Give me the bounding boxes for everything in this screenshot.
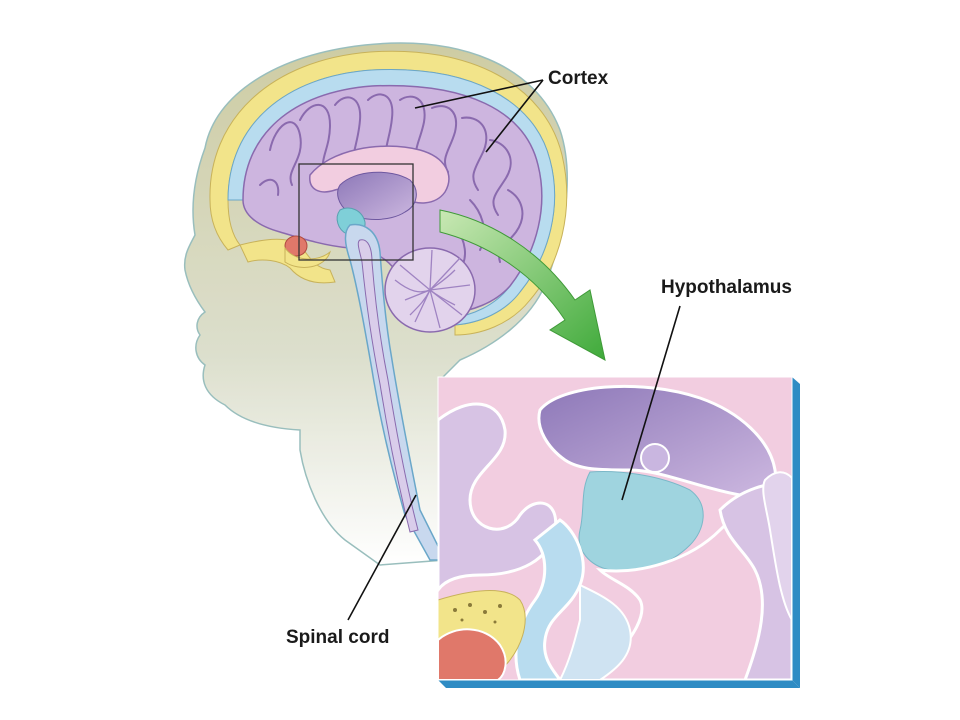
cortex-leader-2	[485, 79, 544, 153]
zoom-arrow	[439, 209, 606, 361]
thalamus	[337, 171, 417, 220]
label-hypothalamus: Hypothalamus	[661, 277, 792, 298]
cortex-leader-1	[414, 79, 544, 109]
pituitary	[284, 235, 308, 257]
spinal-cord-leader	[347, 494, 417, 621]
inset-panel	[437, 376, 800, 688]
label-cortex: Cortex	[548, 68, 609, 89]
spinal-cord	[357, 239, 419, 533]
hypothalamus-leader	[621, 305, 681, 501]
sphenoid	[284, 246, 331, 268]
cerebellum	[384, 247, 476, 333]
label-spinal-cord: Spinal cord	[286, 627, 389, 648]
focus-box	[298, 163, 414, 261]
